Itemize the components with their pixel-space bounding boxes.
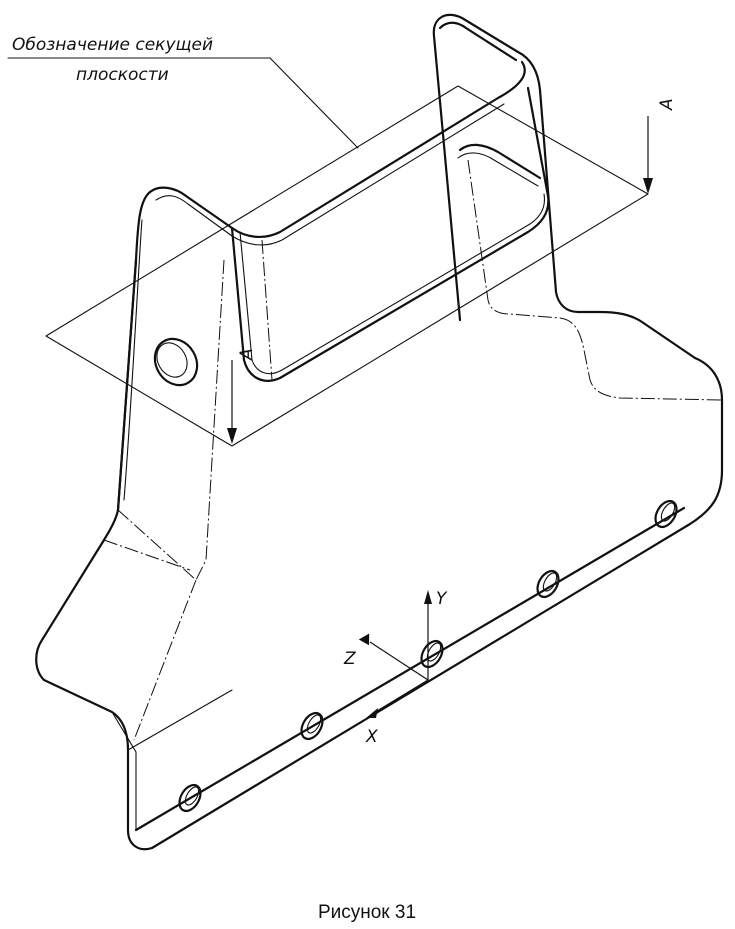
side-hole-outer [153,337,199,387]
base-hole-4 [536,569,560,599]
axis-x-label: X [365,727,378,747]
axis-z-line [369,641,429,681]
section-arrow-left-head [227,428,237,444]
left-step-inner [123,219,143,501]
base-face-line-upper [127,689,233,751]
hidden-lines [103,159,723,741]
hidden-wall-front [261,239,273,381]
base-hole-3 [420,639,444,669]
axis-z-arrow [358,633,370,646]
wall-front-edge-inner [239,193,546,375]
axis-y-arrow [424,590,432,604]
base-hole-1 [178,783,202,813]
hidden-back-wall [467,159,723,401]
section-mark-right: А [657,98,677,111]
wall-inner-front-2 [457,152,539,187]
left-wall-outline [35,190,154,851]
back-wall-right-edge [432,13,542,322]
base-bottom-inner-edge [134,506,686,832]
hidden-left-diagonal [133,579,197,741]
hidden-left-step [117,509,197,581]
side-hole-inner [156,342,188,378]
side-hole [153,337,199,387]
base-hole-2 [300,711,324,741]
section-plane: А А [45,85,677,447]
wall-front-edge [230,86,550,382]
left-step [116,258,138,512]
hidden-left-lower [103,539,191,571]
coordinate-axes: Y Z X [343,589,448,747]
part-outline [35,13,724,851]
section-mark-left: А [237,348,257,361]
hidden-left-vertical [195,259,225,581]
section-arrow-right-head [643,178,653,194]
figure-caption: Рисунок 31 [318,902,416,923]
callout-label-line2: плоскости [76,65,169,85]
axis-x-line [371,679,429,715]
wall-inner-front [458,143,542,180]
base-bottom-edge [150,356,724,850]
callout-leader [269,57,359,149]
callout-label-line1: Обозначение секущей [12,35,213,55]
section-plane-callout: Обозначение секущей плоскости [7,35,359,149]
axis-x-arrow [366,708,378,718]
base-hole-5 [654,499,678,529]
axis-y-label: Y [436,589,448,609]
top-rim-front [148,60,526,238]
base-holes [178,499,678,813]
axis-z-label: Z [343,649,356,669]
top-rim-back [438,21,518,62]
right-wing-top [538,88,697,360]
base-face-line-left [111,711,137,831]
